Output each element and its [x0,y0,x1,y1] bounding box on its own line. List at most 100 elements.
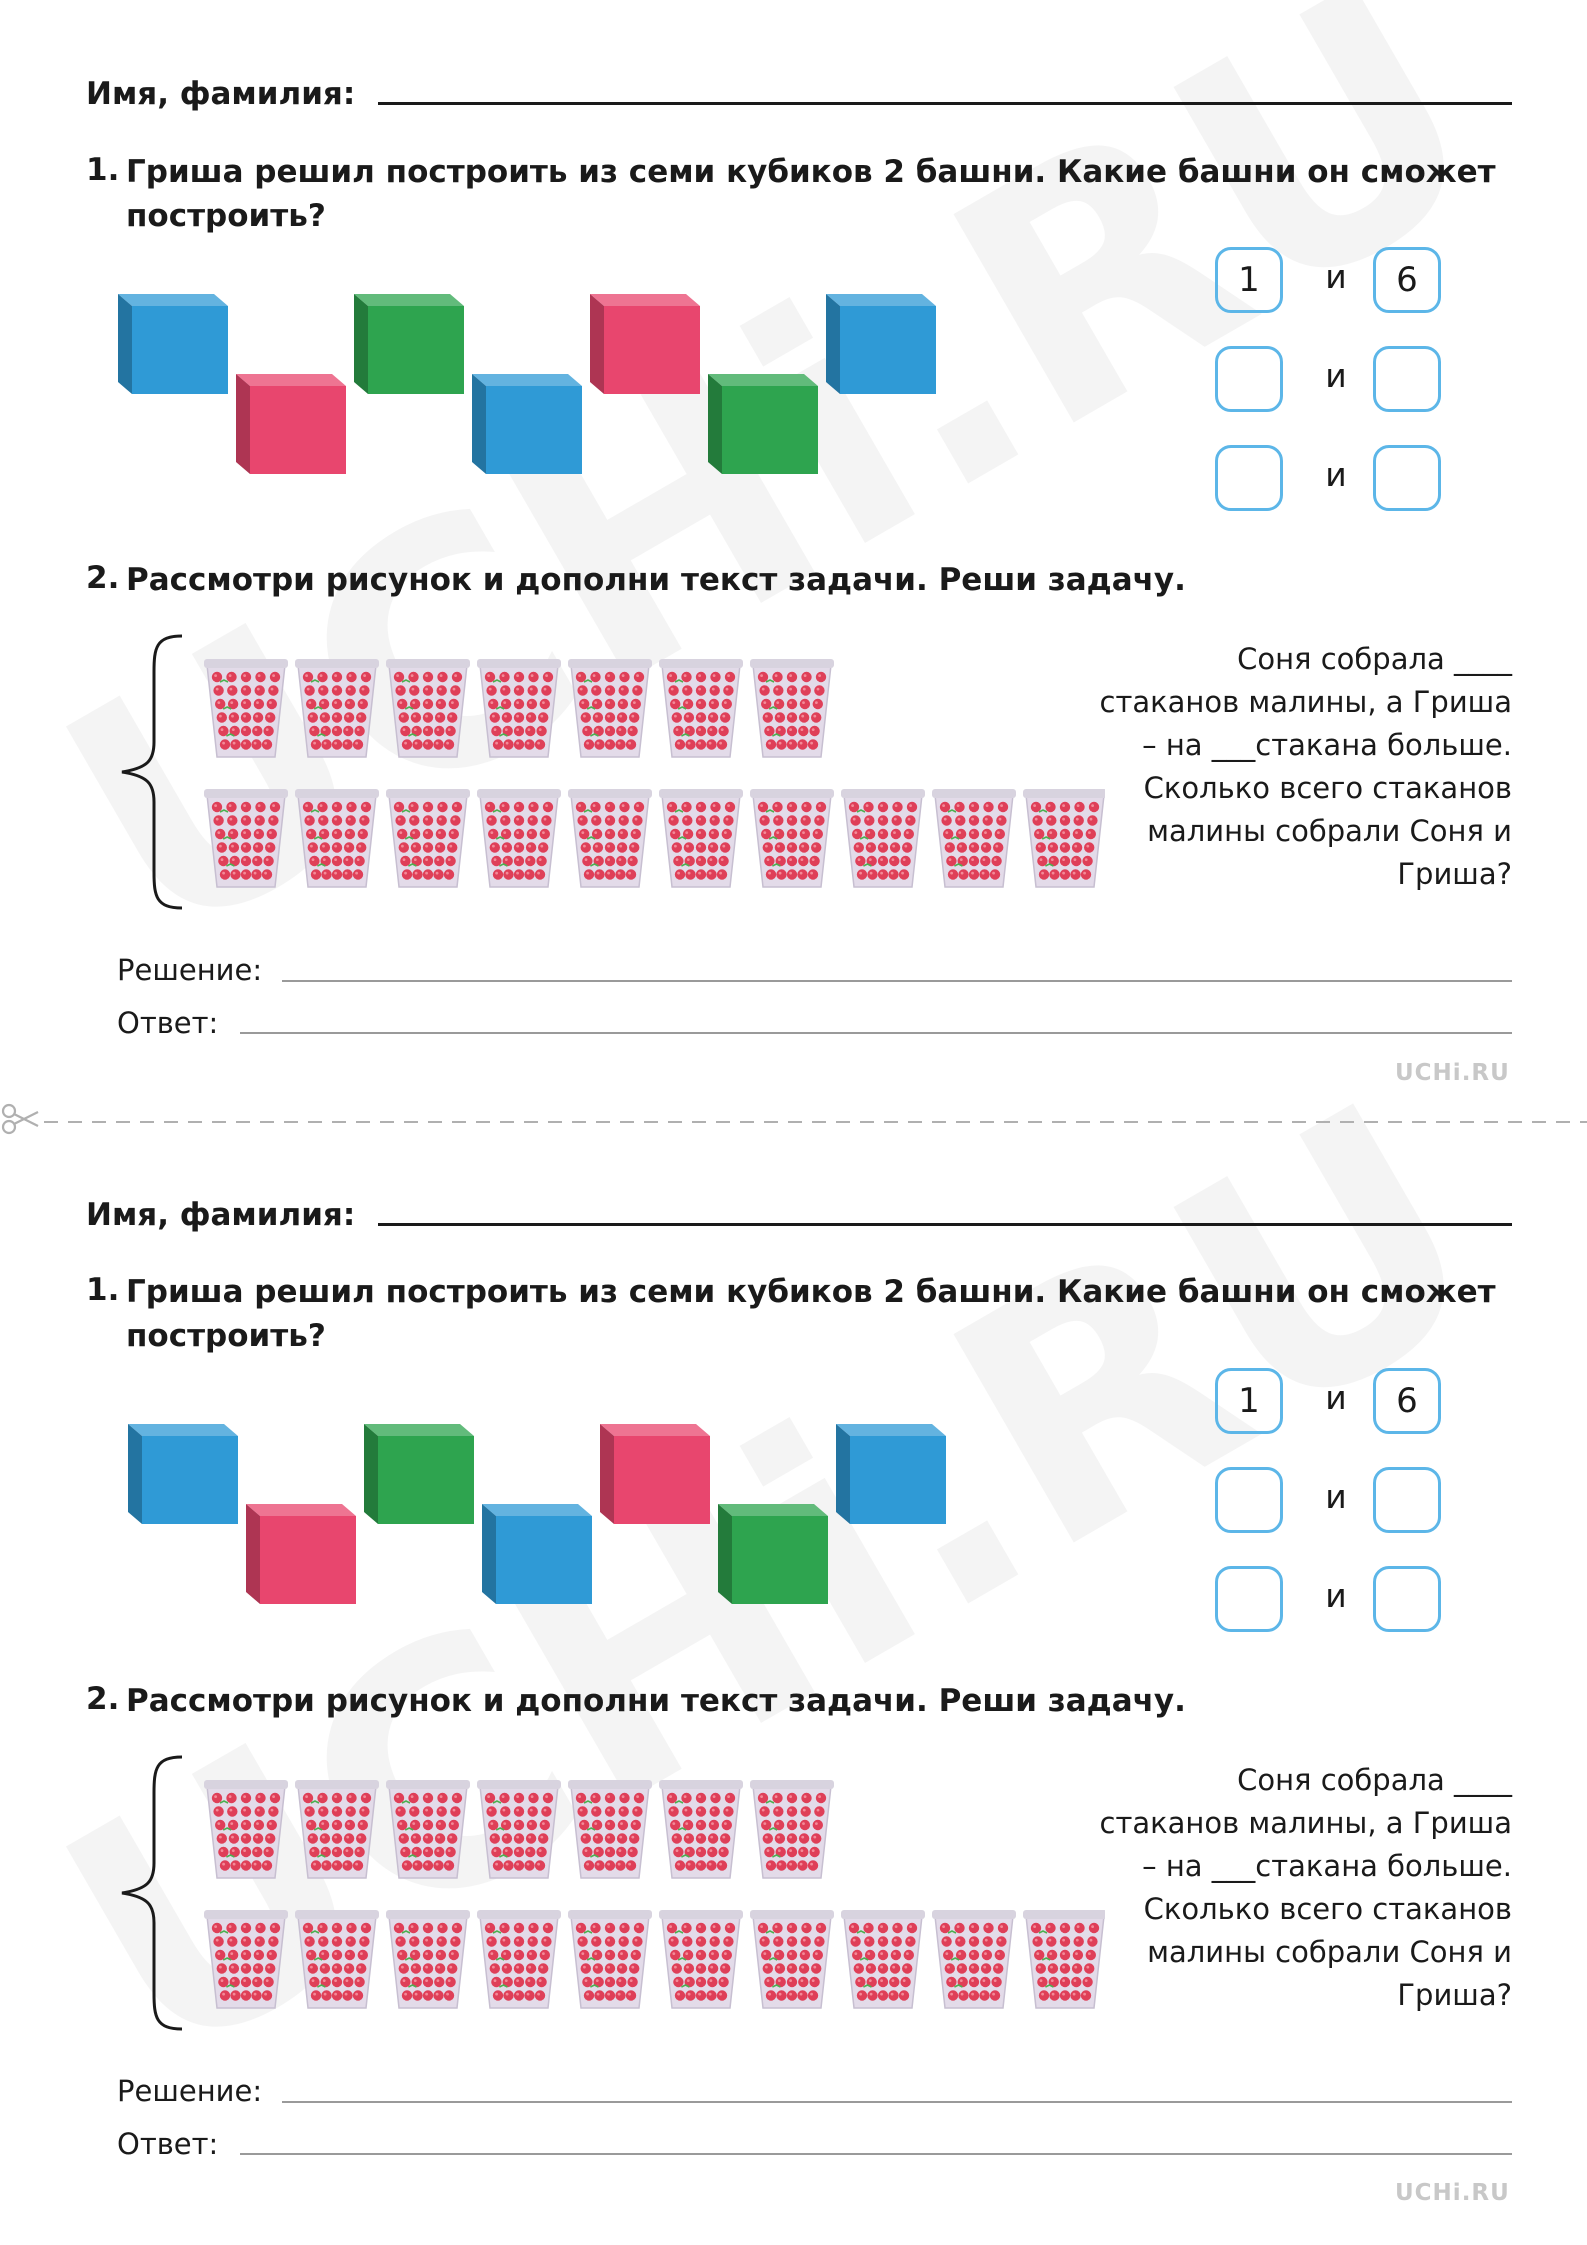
cube [708,374,818,474]
raspberry-glass [477,659,561,758]
pair-row: и [1215,445,1515,511]
name-label: Имя, фамилия: [86,76,356,112]
answer-box-left[interactable] [1215,1467,1283,1533]
name-input-line[interactable] [378,1223,1512,1226]
brand-logo: UCHi.RU [1395,2180,1510,2206]
scissors-icon [1,1103,39,1135]
glasses-illustration [204,659,1105,888]
solution-label: Решение: [117,2074,263,2108]
problem-line: стаканов малины, а Гриша [1099,685,1512,719]
problem-line: Гриша? [1397,857,1512,891]
problem-line: – на ___стакана больше. [1142,728,1512,762]
worksheet-top: Имя, фамилия: 1. Гриша решил построить и… [0,0,1587,1120]
cube [472,374,582,474]
task1-text-line1: Гриша решил построить из семи кубиков 2 … [126,1274,1496,1310]
problem-line: – на ___стакана больше. [1142,1849,1512,1883]
and-word: и [1325,455,1347,494]
raspberry-glass [1023,789,1105,888]
cubes-illustration [118,294,936,474]
raspberry-glass [932,789,1016,888]
problem-text: Соня собрала ____ стаканов малины, а Гриш… [1072,638,1512,896]
and-word: и [1325,1576,1347,1615]
raspberry-glass [386,1780,470,1879]
raspberry-glass [295,1910,379,2009]
solution-line[interactable] [282,2101,1512,2103]
answer-box-left[interactable]: 1 [1215,247,1283,313]
answer-box-right[interactable] [1373,346,1441,412]
raspberry-glass [204,1780,288,1879]
raspberry-glass [204,659,288,758]
raspberry-glass [841,789,925,888]
brace-path [121,1755,183,2031]
raspberry-glass [477,1910,561,2009]
cube [128,1424,238,1524]
raspberry-glass [750,659,834,758]
pair-row: и [1215,346,1515,412]
answer-box-left[interactable] [1215,445,1283,511]
raspberry-glass [386,789,470,888]
problem-line: Соня собрала ____ [1237,642,1512,676]
raspberry-glass [659,1780,743,1879]
answer-box-right[interactable] [1373,1467,1441,1533]
glasses-illustration [204,1780,1105,2009]
answer-label: Ответ: [117,1006,219,1040]
cube [590,294,700,394]
cube [836,1424,946,1524]
cube [482,1504,592,1604]
and-word: и [1325,356,1347,395]
problem-line: Гриша? [1397,1978,1512,2012]
raspberry-glass [295,1780,379,1879]
cubes-illustration [128,1424,946,1604]
solution-line[interactable] [282,980,1512,982]
answer-box-left[interactable] [1215,346,1283,412]
raspberry-glass [659,789,743,888]
raspberry-glass [295,659,379,758]
raspberry-glass [568,1780,652,1879]
cube [364,1424,474,1524]
brand-logo: UCHi.RU [1395,1060,1510,1086]
worksheet-bottom: Имя, фамилия: 1. Гриша решил построить и… [0,1120,1587,2240]
answer-box-left[interactable] [1215,1566,1283,1632]
solution-label: Решение: [117,953,263,987]
raspberry-glass [204,1910,288,2009]
raspberry-glass [568,659,652,758]
problem-line: Сколько всего стаканов [1143,1892,1512,1926]
cube [246,1504,356,1604]
task2-text: Рассмотри рисунок и дополни текст задачи… [126,562,1186,598]
name-input-line[interactable] [378,102,1512,105]
raspberry-glass [750,1910,834,2009]
raspberry-glass [1023,1910,1105,2009]
problem-line: малины собрали Соня и [1147,1935,1512,1969]
raspberry-glass [750,789,834,888]
raspberry-glass [568,789,652,888]
answer-line[interactable] [240,1032,1512,1034]
raspberry-glass [932,1910,1016,2009]
answer-box-left[interactable]: 1 [1215,1368,1283,1434]
answer-box-right[interactable]: 6 [1373,1368,1441,1434]
answer-box-right[interactable]: 6 [1373,247,1441,313]
answer-line[interactable] [240,2153,1512,2155]
raspberry-glass [750,1780,834,1879]
task1-number: 1. [86,1272,120,1308]
task1-text-line2: построить? [126,198,326,234]
answer-label: Ответ: [117,2127,219,2161]
task1-number: 1. [86,152,120,188]
raspberry-glass [295,789,379,888]
cut-line [44,1121,1587,1123]
cube [118,294,228,394]
raspberry-glass [659,1910,743,2009]
brace-path [121,634,183,910]
task1-text-line2: построить? [126,1318,326,1354]
task1-text-line1: Гриша решил построить из семи кубиков 2 … [126,154,1496,190]
answer-box-right[interactable] [1373,445,1441,511]
task2-number: 2. [86,1681,120,1717]
cube [826,294,936,394]
raspberry-glass [386,659,470,758]
task2-number: 2. [86,560,120,596]
cube [718,1504,828,1604]
cube [354,294,464,394]
problem-text: Соня собрала ____стаканов малины, а Гриш… [1072,1759,1512,2017]
answer-box-right[interactable] [1373,1566,1441,1632]
raspberry-glass [204,789,288,888]
brace-icon [121,1755,183,2031]
